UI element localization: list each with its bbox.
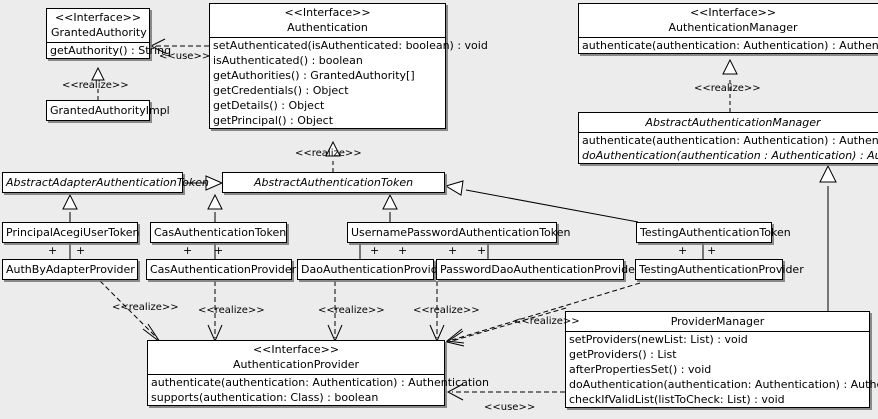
class-header-authentication-manager: <<Interface>> AuthenticationManager — [579, 4, 878, 37]
class-box-granted-authority-impl[interactable]: GrantedAuthorityImpl — [46, 100, 170, 121]
member-supports: supports(authentication: Class) : boolea… — [151, 391, 379, 404]
member-set-providers: setProviders(newList: List) : void — [569, 333, 748, 346]
class-name-testing-authentication-token: TestingAuthenticationToken — [640, 226, 791, 239]
relationship-label-use-provider-manager: <<use>> — [484, 402, 536, 413]
class-name-abstract-adapter-authentication-token: AbstractAdapterAuthenticationToken — [6, 176, 209, 189]
association-marker-plus: + — [448, 244, 458, 257]
class-box-abstract-authentication-manager[interactable]: AbstractAuthenticationManager authentica… — [578, 112, 878, 164]
member-authenticate: authenticate(authentication: Authenticat… — [582, 39, 878, 52]
class-box-abstract-adapter-authentication-token[interactable]: AbstractAdapterAuthenticationToken — [2, 172, 209, 193]
association-marker-plus: + — [76, 244, 86, 257]
stereotype-interface: <<Interface>> — [54, 11, 142, 24]
relationship-label-realize-authentication-manager: <<realize>> — [694, 83, 761, 94]
class-box-cas-authentication-token[interactable]: CasAuthenticationToken — [150, 222, 287, 243]
association-marker-plus: + — [214, 244, 224, 257]
member-authenticate: authenticate(authentication: Authenticat… — [151, 376, 489, 389]
association-marker-plus: + — [183, 244, 193, 257]
class-name-auth-by-adapter-provider: AuthByAdapterProvider — [6, 263, 135, 276]
class-box-principal-acegi-user-token[interactable]: PrincipalAcegiUserToken — [2, 222, 140, 243]
members-abstract-authentication-manager: authenticate(authentication: Authenticat… — [579, 132, 878, 163]
class-box-password-dao-authentication-provider[interactable]: PasswordDaoAuthenticationProvider — [436, 259, 640, 280]
relationship-label-realize-dao-provider: <<realize>> — [318, 305, 385, 316]
association-marker-plus: + — [477, 244, 487, 257]
class-name-cas-authentication-provider: CasAuthenticationProvider — [150, 263, 297, 276]
class-name-testing-authentication-provider: TestingAuthenticationProvider — [639, 263, 804, 276]
class-box-abstract-authentication-token[interactable]: AbstractAuthenticationToken — [222, 172, 445, 193]
relationship-label-realize-password-dao-provider: <<realize>> — [413, 305, 480, 316]
stereotype-interface: <<Interface>> — [284, 6, 371, 19]
class-name-dao-authentication-provider: DaoAuthenticationProvider — [301, 263, 449, 276]
class-box-dao-authentication-provider[interactable]: DaoAuthenticationProvider — [297, 259, 449, 280]
stereotype-interface: <<Interface>> — [689, 6, 777, 19]
class-box-testing-authentication-provider[interactable]: TestingAuthenticationProvider — [635, 259, 804, 280]
class-header-authentication: <<Interface>> Authentication — [210, 4, 445, 37]
relationship-label-realize-authentication: <<realize>> — [295, 148, 362, 159]
class-name-abstract-authentication-token: AbstractAuthenticationToken — [253, 176, 414, 189]
member-get-authorities: getAuthorities() : GrantedAuthority[] — [213, 69, 415, 82]
member-get-providers: getProviders() : List — [569, 348, 677, 361]
member-get-authority: getAuthority() : String — [50, 44, 172, 57]
relationship-label-realize-provider-manager: <<realize>> — [513, 316, 580, 327]
class-name-authentication: Authentication — [287, 21, 368, 34]
class-name-granted-authority-impl: GrantedAuthorityImpl — [50, 104, 170, 117]
stereotype-interface: <<Interface>> — [252, 343, 340, 356]
class-header-authentication-provider: <<Interface>> AuthenticationProvider — [148, 341, 444, 374]
class-name-password-dao-authentication-provider: PasswordDaoAuthenticationProvider — [440, 263, 640, 276]
class-name-provider-manager: ProviderManager — [670, 315, 765, 328]
members-granted-authority: getAuthority() : String — [47, 42, 172, 58]
members-authentication: setAuthenticated(isAuthenticated: boolea… — [210, 37, 488, 128]
association-marker-plus: + — [398, 244, 408, 257]
relationship-label-realize-auth-by-adapter: <<realize>> — [112, 302, 179, 313]
relationship-label-realize-cas-provider: <<realize>> — [198, 305, 265, 316]
members-authentication-manager: authenticate(authentication: Authenticat… — [579, 37, 878, 53]
class-box-cas-authentication-provider[interactable]: CasAuthenticationProvider — [146, 259, 297, 280]
members-provider-manager: setProviders(newList: List) : void getPr… — [566, 331, 878, 407]
class-box-provider-manager[interactable]: ProviderManager setProviders(newList: Li… — [565, 311, 878, 408]
class-name-cas-authentication-token: CasAuthenticationToken — [154, 226, 287, 239]
member-get-principal: getPrincipal() : Object — [213, 114, 334, 127]
class-name-username-password-authentication-token: UsernamePasswordAuthenticationToken — [351, 226, 571, 239]
member-is-authenticated: isAuthenticated() : boolean — [213, 54, 363, 67]
class-name-granted-authority: GrantedAuthority — [51, 26, 147, 39]
member-get-details: getDetails() : Object — [213, 99, 325, 112]
member-set-authenticated: setAuthenticated(isAuthenticated: boolea… — [213, 39, 488, 52]
class-name-principal-acegi-user-token: PrincipalAcegiUserToken — [6, 226, 140, 239]
member-authenticate: authenticate(authentication: Authenticat… — [582, 134, 878, 147]
class-name-authentication-provider: AuthenticationProvider — [232, 358, 360, 371]
class-name-abstract-authentication-manager: AbstractAuthenticationManager — [645, 116, 821, 129]
member-do-authentication: doAuthentication(authentication : Authen… — [582, 149, 878, 162]
class-box-username-password-authentication-token[interactable]: UsernamePasswordAuthenticationToken — [347, 222, 571, 243]
association-marker-plus: + — [48, 244, 58, 257]
association-marker-plus: + — [707, 244, 717, 257]
class-box-auth-by-adapter-provider[interactable]: AuthByAdapterProvider — [2, 259, 138, 280]
association-marker-plus: + — [370, 244, 380, 257]
member-do-authentication: doAuthentication(authentication: Authent… — [569, 378, 878, 391]
member-get-credentials: getCredentials() : Object — [213, 84, 349, 97]
member-after-properties-set: afterPropertiesSet() : void — [569, 363, 712, 376]
members-authentication-provider: authenticate(authentication: Authenticat… — [148, 374, 489, 405]
class-box-authentication-manager[interactable]: <<Interface>> AuthenticationManager auth… — [578, 3, 878, 54]
class-header-granted-authority: <<Interface>> GrantedAuthority — [47, 9, 149, 42]
class-box-granted-authority[interactable]: <<Interface>> GrantedAuthority getAuthor… — [46, 8, 172, 59]
association-marker-plus: + — [678, 244, 688, 257]
class-box-authentication-provider[interactable]: <<Interface>> AuthenticationProvider aut… — [147, 340, 489, 406]
member-check-if-valid-list: checkIfValidList(listToCheck: List) : vo… — [569, 393, 785, 406]
relationship-label-realize-granted-authority: <<realize>> — [62, 80, 129, 91]
class-name-authentication-manager: AuthenticationManager — [668, 21, 798, 34]
relationship-label-use-granted-authority: <<use>> — [159, 51, 211, 62]
class-box-authentication[interactable]: <<Interface>> Authentication setAuthenti… — [209, 3, 488, 129]
class-box-testing-authentication-token[interactable]: TestingAuthenticationToken — [636, 222, 791, 243]
